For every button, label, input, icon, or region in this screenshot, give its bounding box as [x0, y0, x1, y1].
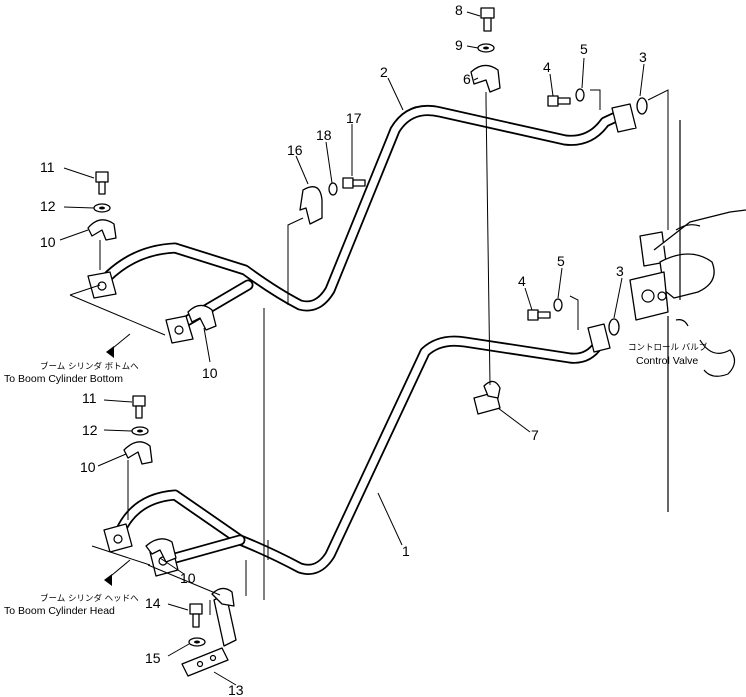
- caption-boom-head-jp: ブーム シリンダ ヘッドへ: [40, 593, 139, 604]
- callout-numbers: 2 1 3 3 4 4 5 5 6 7 8 9 10 10 10 10 11 1…: [40, 2, 647, 697]
- washer-9-hole: [483, 46, 489, 50]
- clamp-10-upper-mid: [187, 304, 217, 331]
- flange-upper-mid: [165, 315, 194, 344]
- bolt-4-upper: [547, 95, 571, 107]
- callout-4-upper: 4: [543, 59, 551, 75]
- oring-3-upper: [636, 97, 648, 115]
- bolt-4-lower: [527, 309, 551, 321]
- caption-boom-bottom-jp: ブーム シリンダ ボトムへ: [40, 361, 139, 372]
- callout-15: 15: [145, 650, 161, 666]
- caption-boom-head-en: To Boom Cylinder Head: [4, 605, 115, 617]
- callout-12-lower: 12: [82, 422, 98, 438]
- clamp-10-lower-mid: [145, 538, 177, 563]
- callout-11-upper: 11: [40, 159, 55, 175]
- oring-3-lower: [608, 318, 620, 336]
- pipe-1: [114, 335, 604, 575]
- callout-5-lower: 5: [557, 253, 565, 269]
- callout-2: 2: [380, 64, 388, 80]
- callout-8: 8: [455, 2, 463, 18]
- clamp-10-lower: [123, 441, 153, 465]
- bolt-11-upper: [95, 171, 109, 195]
- bolt-17: [342, 177, 366, 189]
- clip-16: [299, 186, 323, 225]
- callout-1: 1: [402, 543, 410, 559]
- caption-boom-bottom-en: To Boom Cylinder Bottom: [4, 373, 123, 385]
- callout-10-lower-mid: 10: [180, 570, 196, 586]
- control-valve: [629, 120, 746, 512]
- guide-lines: [69, 89, 669, 615]
- callout-10-lower: 10: [80, 459, 96, 475]
- washer-5-lower: [553, 298, 563, 312]
- flange-upper-left: [87, 271, 117, 299]
- bracket-13: [181, 587, 237, 677]
- callout-12-upper: 12: [40, 198, 56, 214]
- callout-11-lower: 11: [82, 390, 97, 406]
- washer-12-upper-hole: [99, 206, 105, 210]
- bolt-14: [189, 603, 203, 628]
- callout-13: 13: [228, 682, 244, 697]
- bracket-7: [473, 380, 501, 415]
- washer-18: [328, 182, 338, 196]
- bolt-11-lower: [132, 395, 146, 419]
- callout-6: 6: [463, 71, 471, 87]
- clamp-10-upper: [87, 219, 117, 241]
- callout-3-upper: 3: [639, 49, 647, 65]
- callout-17: 17: [346, 110, 362, 126]
- clip-6: [470, 64, 501, 93]
- captions: ブーム シリンダ ボトムへ To Boom Cylinder Bottom ブー…: [4, 342, 708, 617]
- callout-4-lower: 4: [518, 273, 526, 289]
- flange-lower-left: [103, 523, 133, 553]
- caption-control-valve-jp: コントロール バルブ: [628, 342, 708, 353]
- arrow-boom-head: [104, 574, 112, 586]
- pipe-2: [94, 105, 624, 312]
- callout-5-upper: 5: [580, 41, 588, 57]
- washer-5-upper: [575, 88, 585, 102]
- washer-15-hole: [194, 640, 200, 644]
- arrow-boom-bottom: [106, 346, 114, 358]
- callout-9: 9: [455, 37, 463, 53]
- callout-16: 16: [287, 142, 303, 158]
- callout-7: 7: [531, 427, 539, 443]
- flange-lower-right: [587, 323, 611, 353]
- callout-10-upper: 10: [40, 234, 56, 250]
- callout-3-lower: 3: [616, 263, 624, 279]
- bolt-8: [480, 7, 495, 32]
- callout-14: 14: [145, 595, 161, 611]
- pipe-1-branch: [162, 534, 246, 566]
- flange-upper-right: [611, 103, 637, 133]
- callout-leaders: [59, 11, 645, 686]
- callout-10-upper-mid: 10: [202, 365, 218, 381]
- caption-control-valve-en: Control Valve: [636, 355, 698, 367]
- callout-18: 18: [316, 127, 332, 143]
- washer-12-lower-hole: [137, 429, 143, 433]
